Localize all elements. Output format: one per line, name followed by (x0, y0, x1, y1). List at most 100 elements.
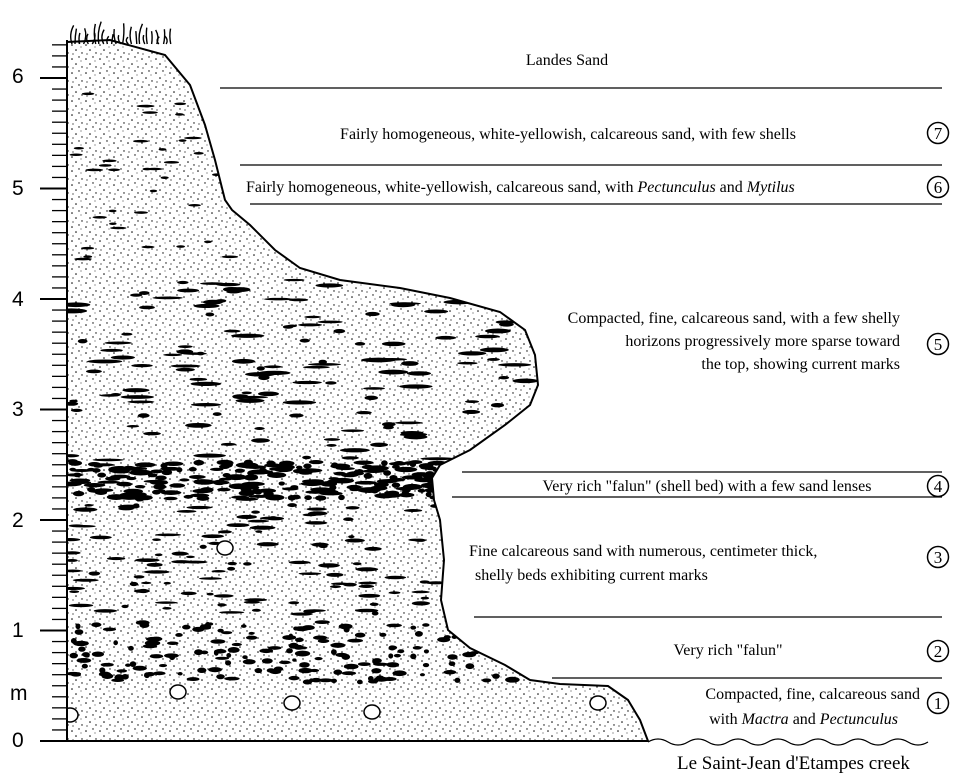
shell-bed-mark (480, 627, 488, 632)
shell-bed-mark (61, 302, 90, 307)
grass-blade (79, 33, 80, 44)
shell-bed-mark (126, 477, 136, 480)
shell-bed-mark (263, 365, 282, 368)
shell-bed-mark (412, 591, 430, 594)
shell-bed-mark (207, 593, 214, 596)
shell-bed-mark (60, 587, 85, 590)
minor-ticks (52, 45, 67, 730)
shell-bed-mark (179, 478, 189, 481)
shell-bed-mark (311, 678, 321, 683)
layer-3-description-line1: Fine calcareous sand with numerous, cent… (469, 543, 817, 560)
shell-bed-mark (374, 677, 389, 682)
shell-bed-mark (346, 506, 360, 509)
shell-bed-mark (214, 594, 234, 597)
shell-bed-mark (215, 136, 221, 139)
svg-text:4: 4 (934, 477, 943, 496)
shell-bed-mark (333, 670, 342, 675)
shell-bed-mark (182, 352, 207, 354)
shell-bed-mark (228, 647, 240, 653)
shell-bed-mark (269, 669, 281, 674)
layer-4-description: Very rich "falun" (shell bed) with a few… (543, 478, 872, 495)
grass-blade (136, 31, 137, 44)
shell-bed-mark (342, 671, 356, 675)
axis-tick-label: 4 (12, 288, 24, 311)
shell-bed-mark (205, 119, 211, 122)
grass-blade (130, 27, 131, 44)
shell-bed-mark (82, 92, 94, 95)
shell-bed-mark (236, 515, 257, 519)
shell-bed-mark (355, 342, 366, 346)
shell-bed-mark (181, 592, 197, 596)
shell-bed-mark (247, 520, 268, 523)
shell-bed-mark (407, 371, 431, 375)
shell-bed-mark (363, 387, 385, 390)
shell-bed-mark (186, 556, 195, 558)
shell-bed-mark (302, 456, 311, 459)
shell-bed-mark (294, 645, 304, 650)
axis-unit-label: m (10, 682, 28, 705)
shell-bed-mark (242, 391, 252, 394)
shell-bed-mark (86, 169, 103, 172)
shell-bed-mark (303, 679, 312, 684)
grass-blade (170, 29, 171, 44)
layer-5-description-line1: Compacted, fine, calcareous sand, with a… (568, 310, 900, 327)
shell-bed-mark (315, 620, 330, 624)
shell-bed-mark (359, 585, 374, 588)
shell-bed-mark (189, 467, 197, 471)
shell-bed-mark (185, 423, 212, 428)
shell-bed-mark (364, 473, 373, 479)
shell-bed-mark (349, 488, 360, 491)
shell-bed-mark (503, 631, 517, 635)
shell-bed-mark (395, 421, 422, 424)
shell-bed-mark (404, 509, 422, 512)
shell-bed-mark (71, 409, 83, 412)
shell-bed-mark (354, 460, 374, 464)
shell-bed-mark (475, 623, 489, 629)
shell-bed-mark (382, 493, 401, 497)
creek-label: Le Saint-Jean d'Etampes creek (677, 753, 910, 774)
shell-bed-mark (155, 533, 181, 536)
grass-blade (143, 35, 145, 44)
shell-bed-mark (496, 320, 514, 323)
shell-bed-mark (109, 210, 117, 213)
shell-bed-mark (328, 477, 339, 480)
shell-bed-mark (121, 605, 128, 608)
shell-bed-mark (135, 558, 160, 562)
shell-bed-mark (69, 604, 93, 607)
shell-bed-mark (444, 670, 457, 674)
shell-bed-mark (268, 516, 277, 520)
shell-bed-mark (222, 147, 233, 150)
shell-bed-mark (282, 635, 296, 640)
shell-bed-mark (241, 489, 253, 494)
shell-bed-mark (193, 454, 226, 458)
shell-bed-mark (401, 361, 418, 366)
shell-bed-mark (176, 368, 195, 372)
shell-bed-mark (326, 573, 343, 577)
shell-bed-mark (183, 561, 208, 564)
shell-bed-mark (74, 147, 84, 150)
shell-bed-mark (258, 391, 279, 396)
shell-bed-mark (194, 649, 203, 655)
shell-bed-mark (358, 662, 371, 666)
shell-bed-mark (424, 309, 448, 313)
shell-bed-mark (499, 376, 510, 379)
shell-bed-mark (302, 625, 315, 630)
shell-bed-mark (245, 474, 258, 479)
grass-blade (139, 24, 142, 44)
shell-bed-mark (118, 494, 141, 499)
shell-bed-mark (193, 460, 204, 466)
shell-bed-mark (161, 490, 182, 495)
shell-bed-mark (370, 443, 388, 447)
shell-bed-mark (292, 658, 296, 661)
shell-bed-mark (340, 448, 370, 452)
layer-2-number: 2 (928, 641, 949, 662)
shell-bed-mark (399, 384, 432, 388)
shell-bed-mark (184, 137, 201, 140)
shell-bed-mark (443, 300, 474, 304)
shell-bed-mark (298, 668, 312, 673)
shell-bed-mark (505, 677, 520, 683)
shell-bed-mark (491, 403, 504, 407)
shell-bed-mark (423, 663, 429, 667)
axis-tick-label: 3 (12, 398, 24, 421)
shell-bed-mark (457, 630, 468, 635)
